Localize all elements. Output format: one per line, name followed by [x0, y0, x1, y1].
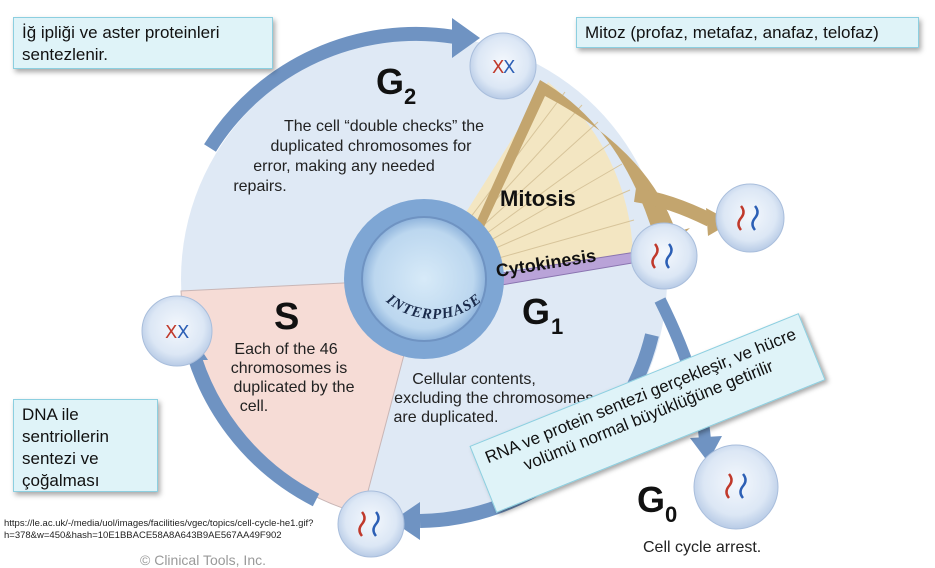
s-desc-line: cell. [240, 398, 268, 415]
arrowhead-g2 [452, 18, 480, 58]
cell-daughter [715, 183, 785, 253]
arrow-s-to-g2 [204, 26, 457, 152]
g1-label: G [522, 291, 550, 332]
svg-text:X: X [177, 322, 189, 343]
interphase-center [361, 216, 487, 342]
g0-desc: Cell cycle arrest. [643, 539, 761, 556]
source-url: https://le.ac.uk/-/media/uol/images/faci… [4, 518, 314, 541]
g2-desc-line: The cell “double checks” the [284, 118, 484, 135]
note-mitosis-phases: Mitoz (profaz, metafaz, anafaz, telofaz) [576, 17, 919, 48]
copyright: © Clinical Tools, Inc. [140, 552, 266, 568]
mitosis-arrow [470, 80, 690, 262]
g1-desc-line: Cellular contents, [412, 371, 536, 388]
svg-text:X: X [503, 57, 515, 78]
svg-text:X: X [165, 322, 177, 343]
mitosis-label: Mitosis [500, 186, 576, 211]
cell-g1 [630, 222, 698, 290]
g2-desc-line: error, making any needed [253, 158, 434, 175]
g2-label: G [376, 61, 404, 102]
g0-subscript: 0 [665, 502, 677, 527]
mitosis-exit-arrow [633, 188, 714, 227]
s-desc-line: Each of the 46 [234, 341, 337, 358]
cell-g0 [693, 444, 779, 530]
g2-subscript: 2 [404, 84, 416, 109]
s-desc-line: duplicated by the [234, 379, 355, 396]
arrowhead-g0 [690, 436, 722, 462]
cell-s: X X [141, 295, 213, 367]
note-spindle: İğ ipliği ve aster proteinleri sentezlen… [13, 17, 273, 69]
s-desc-line: chromosomes is [231, 360, 347, 377]
s-label: S [274, 296, 299, 338]
g1-subscript: 1 [551, 314, 563, 339]
g1-desc-line: are duplicated. [394, 409, 499, 426]
g2-desc-line: duplicated chromosomes for [271, 138, 473, 155]
note-dna-synthesis: DNA ile sentriollerin sentezi ve çoğalma… [13, 399, 158, 492]
g2-desc-line: repairs. [233, 178, 286, 195]
arrowhead-bottom [392, 502, 420, 540]
cell-bottom [337, 490, 405, 558]
svg-text:X: X [492, 57, 504, 78]
g1-desc-line: excluding the chromosomes, [394, 390, 598, 407]
g0-label: G [637, 479, 665, 520]
cell-g2: X X [469, 32, 537, 100]
